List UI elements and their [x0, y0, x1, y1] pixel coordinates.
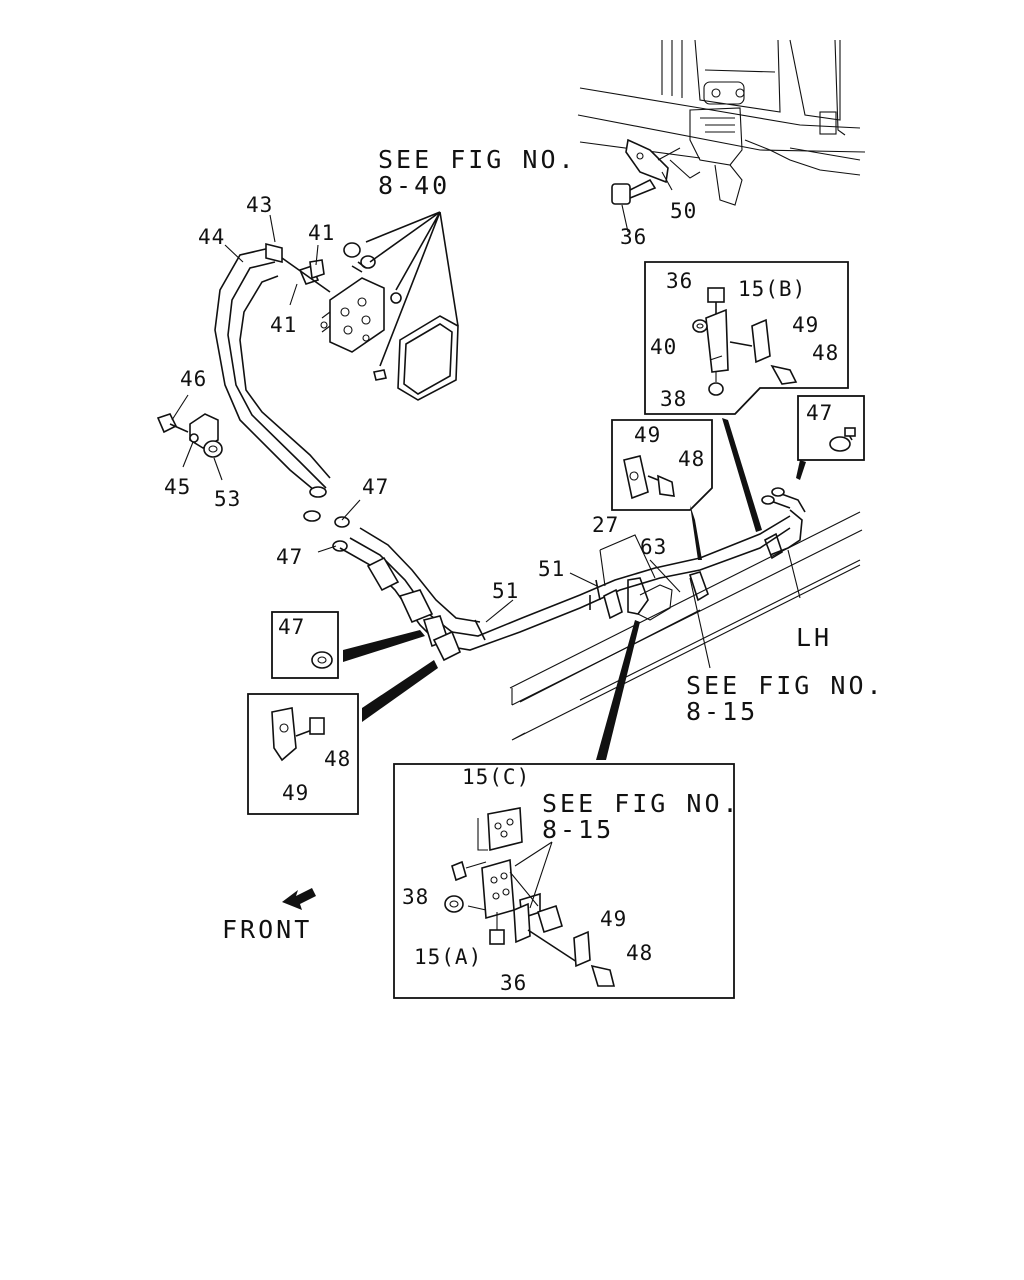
front-label: FRONT — [222, 915, 312, 944]
inset-15b-labels: 36 15(B) 49 40 48 38 — [650, 269, 839, 411]
gasket — [397, 315, 459, 401]
callout-51a: 51 — [492, 579, 519, 603]
inset-b-40: 40 — [650, 335, 677, 359]
inset-c-15c: 15(C) — [462, 765, 530, 789]
leader-lines — [171, 171, 801, 669]
callout-41a: 41 — [308, 221, 335, 245]
inset-clip-right-47: 47 — [806, 401, 833, 425]
heater-small-parts — [343, 211, 459, 381]
callout-50: 50 — [670, 199, 697, 223]
inset-c-48: 48 — [626, 941, 653, 965]
inset-b-36: 36 — [666, 269, 693, 293]
callout-63: 63 — [640, 535, 667, 559]
callout-41b: 41 — [270, 313, 297, 337]
see-fig-815b-line2: 8-15 — [542, 815, 614, 844]
inset-clamp-left-49: 49 — [282, 781, 309, 805]
callout-27: 27 — [592, 513, 619, 537]
inset-b-38: 38 — [660, 387, 687, 411]
callout-44: 44 — [198, 225, 225, 249]
inset-clip-47-right — [797, 395, 865, 461]
callout-47b: 47 — [276, 545, 303, 569]
inset-clamp-48-49-left — [247, 693, 359, 815]
bolt-36-top — [611, 178, 657, 205]
inset-b-48: 48 — [812, 341, 839, 365]
frame-rail — [509, 511, 863, 741]
inset-clip-47-left — [271, 611, 339, 679]
main-heater-pipe — [339, 487, 806, 662]
inset-15b-box — [644, 261, 849, 415]
callout-bands — [343, 418, 806, 760]
inset-c-15a: 15(A) — [414, 945, 482, 969]
bracket-plate-50 — [625, 138, 681, 184]
inset-b-49: 49 — [792, 313, 819, 337]
heater-hoses — [214, 242, 350, 552]
see-fig-840-line1: SEE FIG NO. — [378, 145, 577, 174]
see-fig-815a-line2: 8-15 — [686, 697, 758, 726]
callout-43: 43 — [246, 193, 273, 217]
inset-15c-labels: 15(C) 38 15(A) 36 49 48 — [402, 765, 653, 995]
see-fig-815b-line1: SEE FIG NO. — [542, 789, 741, 818]
inset-15c-box — [393, 763, 735, 999]
callout-53: 53 — [214, 487, 241, 511]
see-fig-840-line2: 8-40 — [378, 171, 450, 200]
callout-36-top: 36 — [620, 225, 647, 249]
reference-labels: SEE FIG NO. 8-40 SEE FIG NO. 8-15 SEE FI… — [222, 145, 885, 944]
heater-cover-assembly — [320, 277, 385, 353]
inset-c-36: 36 — [500, 971, 527, 995]
inset-clamp-49: 49 — [634, 423, 661, 447]
inset-c-38: 38 — [402, 885, 429, 909]
inset-clip-left-47: 47 — [278, 615, 305, 639]
callout-47a: 47 — [362, 475, 389, 499]
callout-46: 46 — [180, 367, 207, 391]
callout-numbers: 43 44 41 41 46 45 53 47 47 36 50 51 51 2… — [164, 193, 697, 603]
see-fig-815a-line1: SEE FIG NO. — [686, 671, 885, 700]
cab-structure — [577, 39, 866, 206]
inset-c-49: 49 — [600, 907, 627, 931]
inset-clamp-48: 48 — [678, 447, 705, 471]
inset-b-15b: 15(B) — [738, 277, 806, 301]
inset-clamp-left-48: 48 — [324, 747, 351, 771]
clamp-parts-46-45-53 — [156, 413, 223, 458]
inset-clamp-49-48 — [611, 419, 713, 511]
front-arrow-icon — [282, 888, 316, 910]
callout-51b: 51 — [538, 557, 565, 581]
lh-label: LH — [796, 623, 832, 652]
callout-45: 45 — [164, 475, 191, 499]
